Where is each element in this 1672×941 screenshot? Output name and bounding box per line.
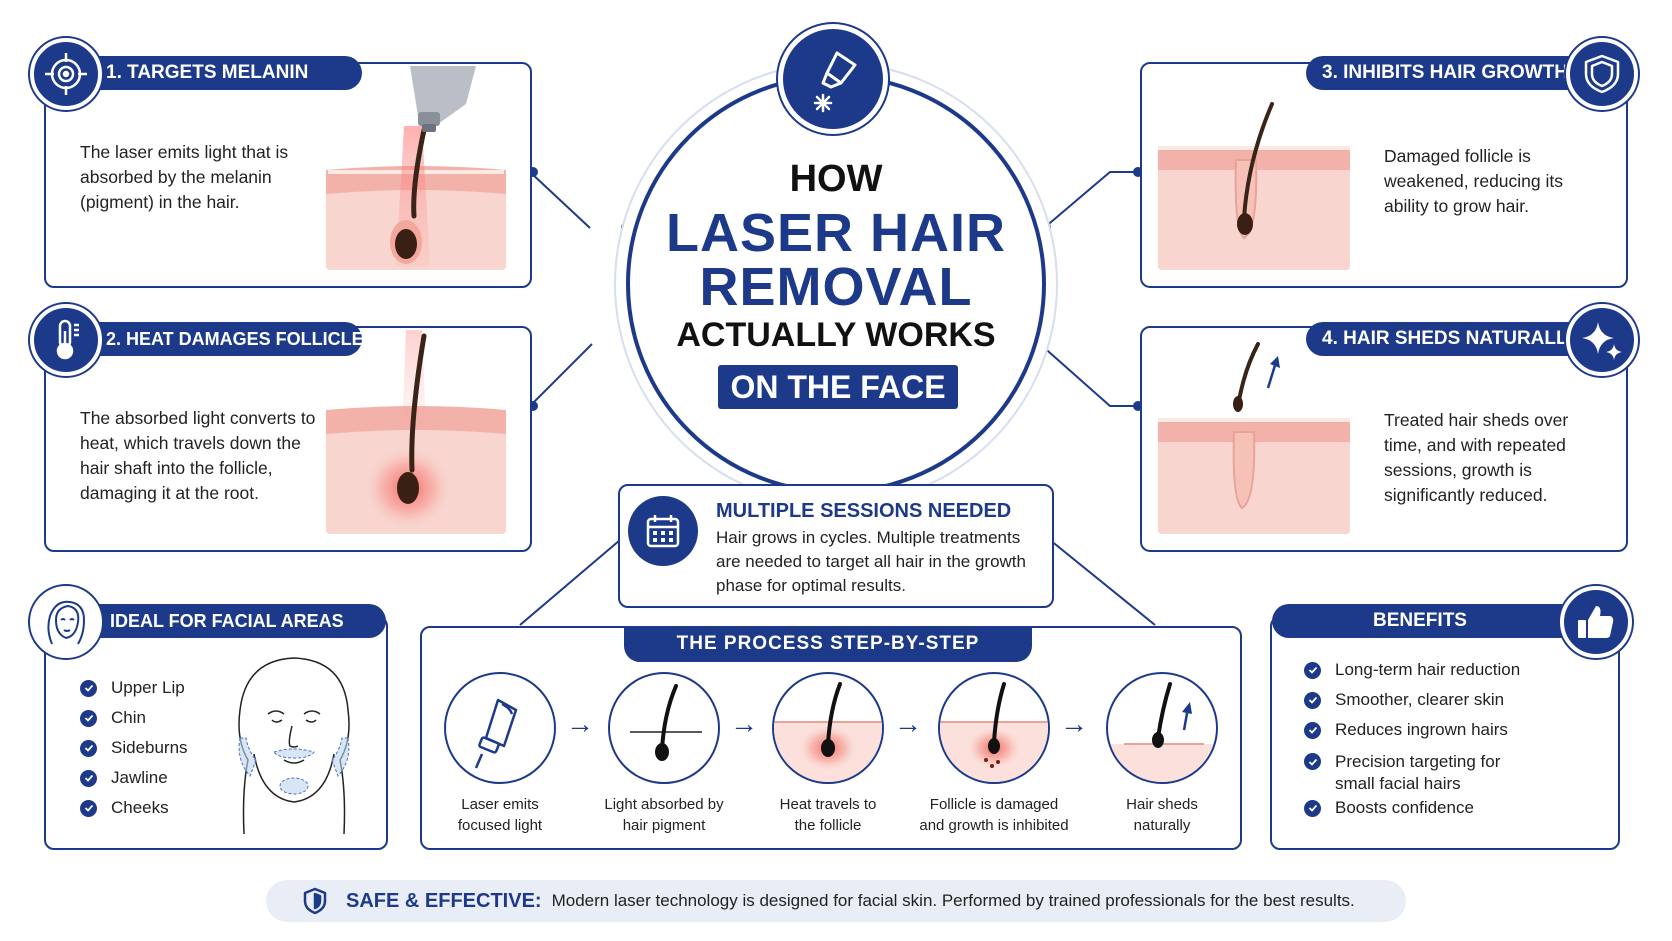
laser-device-icon bbox=[813, 51, 857, 113]
step4-illustration bbox=[1158, 340, 1350, 534]
laser-device-icon bbox=[474, 698, 518, 769]
title-line-how: HOW bbox=[789, 158, 883, 200]
step4-title: 4. HAIR SHEDS NATURALLY bbox=[1306, 322, 1579, 356]
step3-text: Damaged follicle is weakened, reducing i… bbox=[1384, 146, 1563, 216]
check-icon bbox=[80, 709, 97, 727]
process-step-2-circle bbox=[608, 672, 720, 784]
list-item: Long-term hair reduction bbox=[1304, 655, 1604, 685]
step3-illustration bbox=[1158, 100, 1350, 270]
title-line-removal: REMOVAL bbox=[699, 257, 973, 317]
check-icon bbox=[80, 739, 97, 757]
footer-text: Modern laser technology is designed for … bbox=[551, 891, 1355, 910]
target-icon bbox=[30, 38, 102, 110]
process-step-4-circle bbox=[938, 672, 1050, 784]
laser-device-badge bbox=[778, 24, 888, 134]
sessions-text: Hair grows in cycles. Multiple treatment… bbox=[716, 528, 1026, 595]
sparkle-icon bbox=[1566, 304, 1638, 376]
process-arrow-1: → bbox=[566, 708, 594, 739]
list-item: Upper Lip bbox=[80, 673, 188, 703]
calendar-icon bbox=[628, 496, 698, 566]
check-icon bbox=[1304, 691, 1321, 709]
face-icon bbox=[30, 586, 102, 658]
facial-area-list: Upper Lip Chin Sideburns Jawline Cheeks bbox=[80, 673, 188, 823]
list-item: Jawline bbox=[80, 763, 188, 793]
list-item: Boosts confidence bbox=[1304, 793, 1604, 823]
list-item: Smoother, clearer skin bbox=[1304, 685, 1604, 715]
check-icon bbox=[1304, 721, 1321, 739]
title-badge: ON THE FACE bbox=[718, 365, 958, 409]
check-icon bbox=[80, 799, 97, 817]
sessions-title: MULTIPLE SESSIONS NEEDED bbox=[716, 500, 1012, 522]
step4-text: Treated hair sheds over time, and with r… bbox=[1384, 410, 1569, 505]
list-item: Reduces ingrown hairs bbox=[1304, 715, 1604, 745]
title-circle bbox=[626, 74, 1046, 494]
check-icon bbox=[1304, 799, 1321, 817]
footer-label: SAFE & EFFECTIVE: bbox=[346, 889, 542, 912]
footer-banner: SAFE & EFFECTIVE: Modern laser technolog… bbox=[266, 880, 1406, 922]
list-item: Sideburns bbox=[80, 733, 188, 763]
benefits-card bbox=[1270, 616, 1620, 850]
benefits-list: Long-term hair reduction Smoother, clear… bbox=[1304, 655, 1604, 823]
process-step-5-circle bbox=[1106, 672, 1218, 784]
step2-title: 2. HEAT DAMAGES FOLLICLE bbox=[90, 322, 364, 356]
step1-text: The laser emits light that is absorbed b… bbox=[80, 142, 289, 212]
step2-text: The absorbed light converts to heat, whi… bbox=[80, 408, 316, 503]
step3-title: 3. INHIBITS HAIR GROWTH bbox=[1306, 56, 1574, 90]
process-title: THE PROCESS STEP-BY-STEP bbox=[624, 626, 1032, 662]
process-arrow-4: → bbox=[1060, 708, 1088, 739]
list-item: Cheeks bbox=[80, 793, 188, 823]
check-icon bbox=[1304, 661, 1321, 679]
check-icon bbox=[1304, 753, 1321, 770]
shield-icon bbox=[1566, 38, 1638, 110]
step2-illustration bbox=[326, 330, 506, 534]
shield-icon bbox=[303, 887, 327, 915]
step1-title: 1. TARGETS MELANIN bbox=[90, 56, 362, 90]
benefits-title: BENEFITS bbox=[1272, 604, 1568, 638]
process-step-3-circle bbox=[772, 672, 884, 784]
process-arrow-3: → bbox=[894, 708, 922, 739]
facial-title: IDEAL FOR FACIAL AREAS bbox=[94, 604, 386, 638]
title-line-actually-works: ACTUALLY WORKS bbox=[676, 316, 996, 354]
thumbs-up-icon bbox=[1560, 586, 1632, 658]
process-step-1-circle bbox=[444, 672, 556, 784]
title-line-laser-hair: LASER HAIR bbox=[665, 203, 1006, 263]
list-item: Precision targeting for small facial hai… bbox=[1304, 745, 1604, 793]
process-arrow-2: → bbox=[730, 708, 758, 739]
thermometer-icon bbox=[30, 304, 102, 376]
check-icon bbox=[80, 769, 97, 787]
step1-illustration bbox=[326, 66, 506, 270]
check-icon bbox=[80, 679, 97, 697]
face-diagram bbox=[238, 657, 350, 834]
list-item: Chin bbox=[80, 703, 188, 733]
